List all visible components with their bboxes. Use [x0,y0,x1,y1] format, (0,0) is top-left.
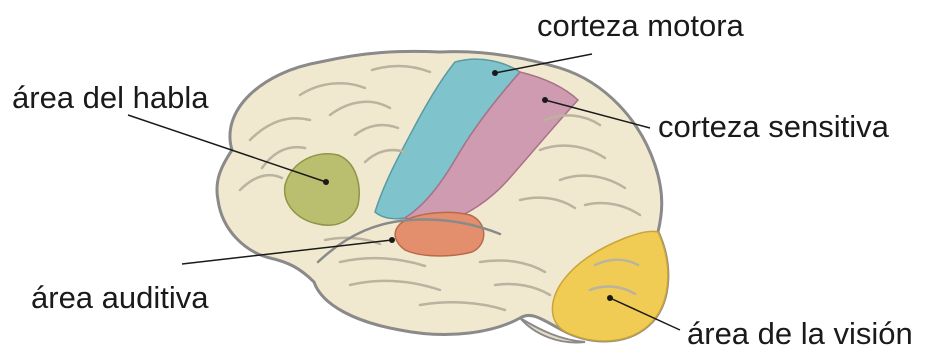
motor-cortex-marker [492,70,498,76]
motor-cortex-label: corteza motora [537,10,744,41]
sensory-cortex-marker [542,97,548,103]
auditory-area-marker [389,237,395,243]
auditory-area-label: área auditiva [31,282,209,313]
visual-area-marker [607,295,613,301]
speech-area-marker [323,179,329,185]
visual-area-label: área de la visión [687,318,913,349]
speech-area-label: área del habla [12,82,209,113]
sensory-cortex-label: corteza sensitiva [658,111,889,142]
